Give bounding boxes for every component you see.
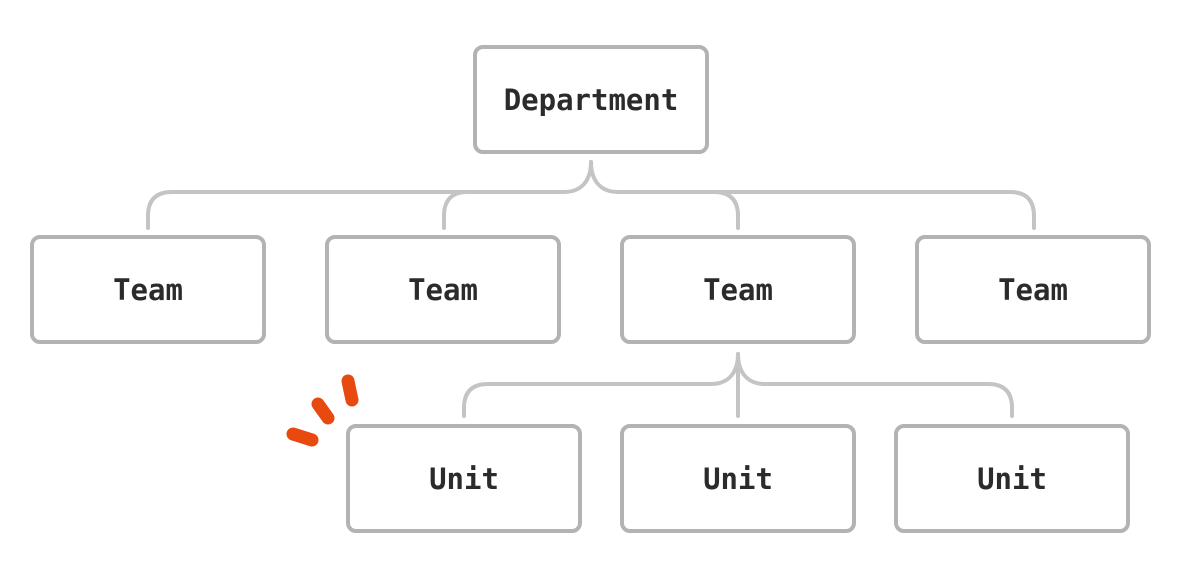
node-team-2-label: Team <box>408 273 478 307</box>
emphasis-stroke-2 <box>311 397 335 425</box>
connector-team-brace-right <box>736 352 1014 418</box>
node-team-4: Team <box>915 235 1151 344</box>
node-team-3-box <box>620 235 856 344</box>
node-unit-2-box <box>620 424 856 533</box>
connectors-team-to-units <box>462 352 1014 418</box>
node-unit-1-label: Unit <box>429 462 499 496</box>
emphasis-stroke-1 <box>286 427 319 447</box>
node-department: Department <box>473 45 709 154</box>
connector-root-brace <box>589 160 1036 230</box>
node-unit-3-label: Unit <box>977 462 1047 496</box>
node-team-4-box <box>915 235 1151 344</box>
node-unit-3-box <box>894 424 1130 533</box>
connectors-root-to-teams <box>146 160 1036 230</box>
node-unit-2-label: Unit <box>703 462 773 496</box>
node-team-3: Team <box>620 235 856 344</box>
emphasis-stroke-3 <box>341 374 359 407</box>
emphasis-strokes-icon <box>286 374 359 447</box>
connector-to-team-3 <box>712 190 740 230</box>
node-team-4-label: Team <box>998 273 1068 307</box>
node-unit-3: Unit <box>894 424 1130 533</box>
node-team-2: Team <box>325 235 561 344</box>
node-team-2-box <box>325 235 561 344</box>
connector-to-team-2 <box>442 190 469 230</box>
node-department-box <box>473 45 709 154</box>
node-unit-2: Unit <box>620 424 856 533</box>
node-team-1-box <box>30 235 266 344</box>
node-team-1: Team <box>30 235 266 344</box>
node-unit-1: Unit <box>346 424 582 533</box>
connector-root-brace-left <box>146 160 593 230</box>
connector-team-brace-left <box>462 352 740 418</box>
node-department-label: Department <box>504 83 679 117</box>
node-team-3-label: Team <box>703 273 773 307</box>
node-unit-1-box <box>346 424 582 533</box>
node-team-1-label: Team <box>113 273 183 307</box>
